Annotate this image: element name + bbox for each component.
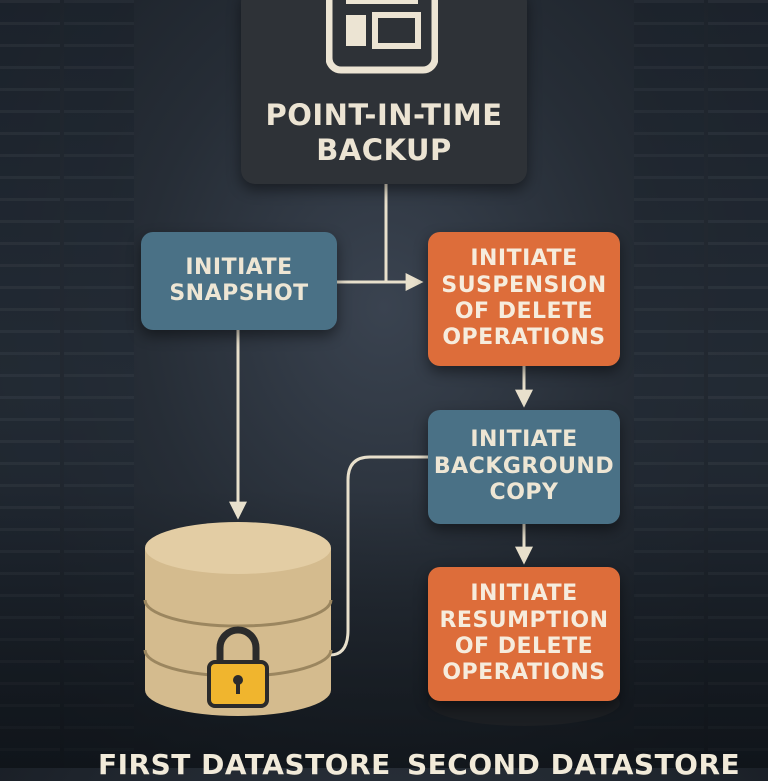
padlock-icon [207, 626, 269, 708]
snapshot-line2: SNAPSHOT [169, 281, 309, 306]
first-datastore-label: FIRST DATASTORE [98, 748, 391, 781]
suspend-line4: OPERATIONS [442, 325, 606, 351]
top-box-line2: BACKUP [316, 133, 452, 168]
suspend-line2: SUSPENSION [441, 272, 607, 298]
line-copy-to-database [329, 455, 428, 657]
arrow-top-to-suspend [384, 184, 424, 291]
window-layout-icon [326, 0, 438, 74]
resume-line1: INITIATE [470, 581, 578, 607]
suspend-line3: OF DELETE [454, 299, 594, 324]
initiate-snapshot-box: INITIATE SNAPSHOT [141, 232, 337, 330]
initiate-suspension-box: INITIATE SUSPENSION OF DELETE OPERATIONS [428, 232, 620, 366]
initiate-resumption-box: INITIATE RESUMPTION OF DELETE OPERATIONS [428, 567, 620, 701]
resume-line4: OPERATIONS [442, 660, 606, 686]
snapshot-line1: INITIATE [185, 254, 293, 280]
top-box-line1: POINT-IN-TIME [265, 98, 503, 133]
floor-shadow [0, 488, 768, 768]
copy-line2: BACKGROUND [433, 453, 615, 479]
copy-line1: INITIATE [470, 427, 578, 453]
second-datastore-label: SECOND DATASTORE [407, 748, 741, 781]
suspend-line1: INITIATE [470, 246, 578, 272]
initiate-background-copy-box: INITIATE BACKGROUND COPY [428, 410, 620, 524]
resume-line3: OF DELETE [454, 634, 594, 659]
resume-line2: RESUMPTION [439, 607, 609, 633]
copy-line3: COPY [489, 480, 559, 506]
point-in-time-backup-box: POINT-IN-TIME BACKUP [241, 0, 527, 184]
